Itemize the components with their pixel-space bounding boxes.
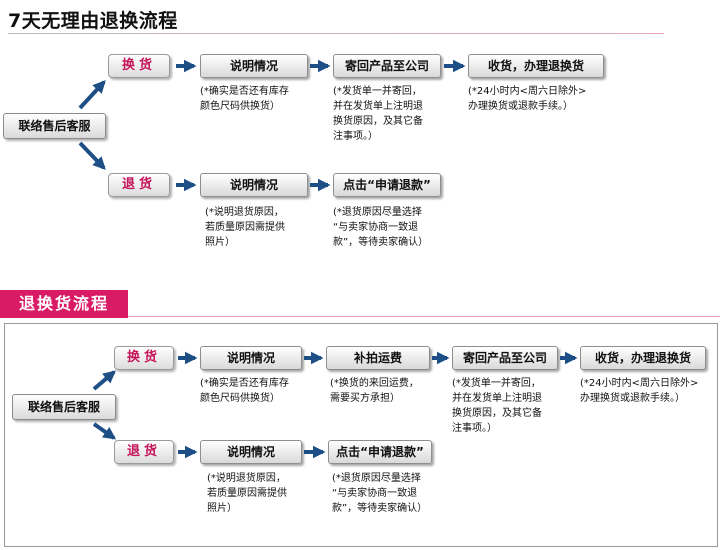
exchange-note-explain: (*确实是否还有库存颜色尺码供换货）	[200, 86, 289, 112]
return2-step-apply-refund: 点击“申请退款”	[328, 440, 432, 464]
return-label: 退货	[108, 173, 170, 197]
arrow2-cs-to-exchange	[92, 370, 116, 391]
arrow-cs-to-return	[78, 141, 106, 170]
return-step-explain: 说明情况	[200, 173, 308, 197]
customer-service-node: 联络售后客服	[3, 113, 106, 139]
exchange-note-ship-back: (*发货单一并寄回，并在发货单上注明退换货原因，及其它备注事项。）	[333, 86, 423, 142]
exchange-label-2: 换货	[114, 346, 174, 370]
exchange-step-ship-back: 寄回产品至公司	[333, 54, 441, 78]
title-divider	[8, 33, 664, 34]
customer-service-node-2: 联络售后客服	[12, 394, 116, 420]
page-title: 7天无理由退换流程	[8, 10, 178, 32]
return-note-explain: (*说明退货原因，若质量原因需提供照片）	[205, 207, 285, 248]
exchange-label: 换货	[108, 54, 170, 78]
exchange2-note-pay-shipping: (*换货的来回运费，需要买方承担）	[330, 378, 419, 404]
exchange2-step-pay-shipping: 补拍运费	[326, 346, 430, 370]
return2-note-explain: (*说明退货原因，若质量原因需提供照片）	[207, 473, 287, 514]
exchange2-step-receive: 收货，办理退换货	[580, 346, 706, 370]
exchange2-step-explain: 说明情况	[200, 346, 302, 370]
arrow-cs-to-exchange	[78, 80, 106, 110]
return-note-apply-refund: (*退货原因尽量选择“与卖家协商一致退款”，等待卖家确认）	[333, 207, 429, 248]
exchange-step-explain: 说明情况	[200, 54, 308, 78]
exchange2-note-receive: (*24小时内<周六日除外>办理换货或退款手续。）	[580, 378, 699, 404]
exchange2-step-ship-back: 寄回产品至公司	[452, 346, 558, 370]
exchange2-note-explain: (*确实是否还有库存颜色尺码供换货）	[200, 378, 289, 404]
banner-divider	[128, 316, 720, 317]
exchange2-note-ship-back: (*发货单一并寄回，并在发货单上注明退换货原因，及其它备注事项。）	[452, 378, 542, 434]
return-step-apply-refund: 点击“申请退款”	[333, 173, 441, 197]
return2-step-explain: 说明情况	[200, 440, 302, 464]
arrow2-cs-to-return	[92, 422, 117, 440]
return-label-2: 退货	[114, 440, 174, 464]
return2-note-apply-refund: (*退货原因尽量选择“与卖家协商一致退款”，等待卖家确认）	[332, 473, 428, 514]
exchange-step-receive: 收货，办理退换货	[468, 54, 604, 78]
section-banner: 退换货流程	[0, 290, 128, 318]
exchange-note-receive: (*24小时内<周六日除外>办理换货或退款手续。）	[468, 86, 587, 112]
